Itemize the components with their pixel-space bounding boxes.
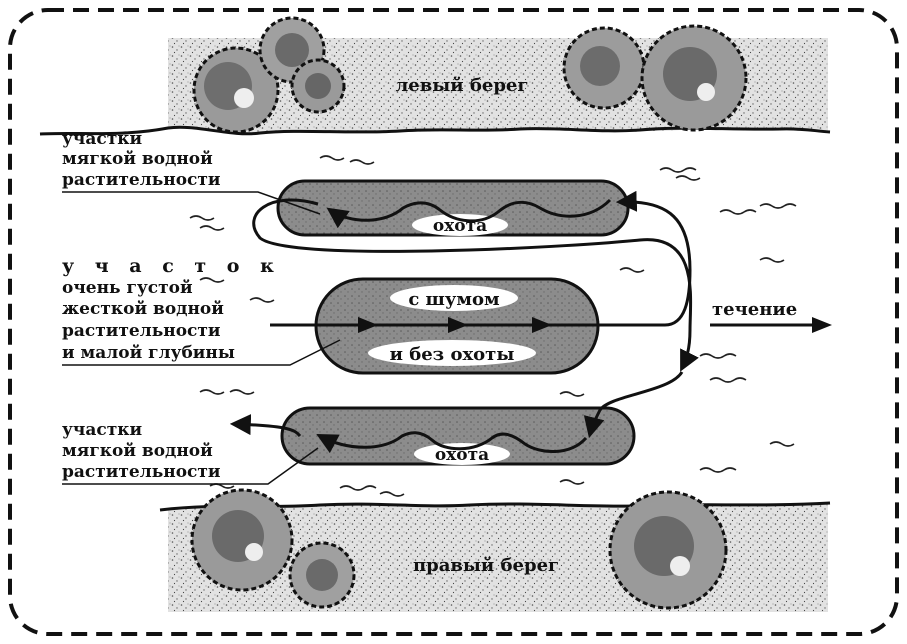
callout-line: и малой глубины: [62, 343, 235, 363]
callout-line: очень густой: [62, 278, 193, 298]
callout-line: участки: [62, 129, 143, 149]
no-hunt-label: и без охоты: [390, 344, 515, 365]
callout-line: растительности: [62, 321, 221, 341]
callout-line: мягкой водной: [62, 149, 213, 169]
bush-icon: [564, 28, 644, 108]
bush-icon: [642, 26, 746, 130]
bush-icon: [610, 492, 726, 608]
callout-line: растительности: [62, 170, 221, 190]
callout-line: растительности: [62, 462, 221, 482]
current-label: течение: [712, 299, 797, 320]
soft-vegetation-callout-bottom: участки мягкой водной растительности: [62, 420, 318, 484]
dense-vegetation-callout: у ч а с т о к очень густой жесткой водно…: [62, 255, 340, 365]
bush-icon: [192, 490, 292, 590]
callout-line: жесткой водной: [62, 299, 224, 319]
callout-line: мягкой водной: [62, 441, 213, 461]
with-noise-label: с шумом: [408, 289, 500, 310]
callout-line: участки: [62, 420, 143, 440]
callout-line: у ч а с т о к: [62, 255, 281, 277]
bush-icon: [292, 60, 344, 112]
bush-icon: [290, 543, 354, 607]
right-bank-label: правый берег: [413, 555, 559, 576]
left-bank-label: левый берег: [396, 75, 529, 96]
